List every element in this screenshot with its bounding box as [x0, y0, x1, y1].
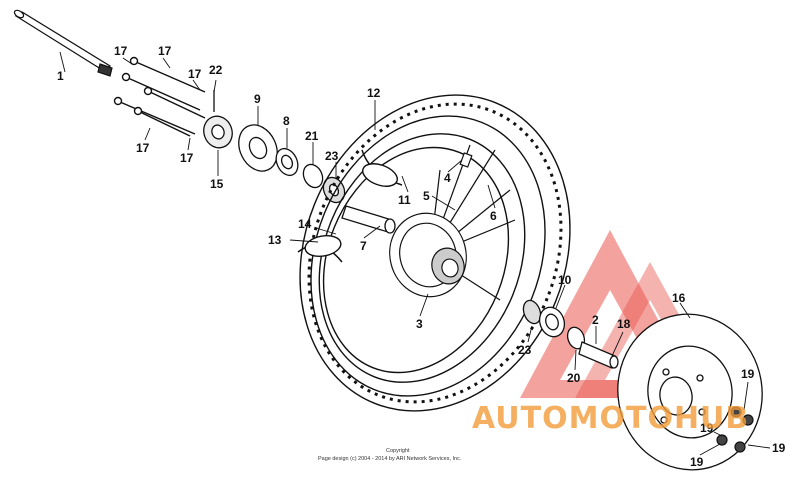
copyright-line-1: Copyright — [386, 448, 410, 454]
callout-23: 23 — [518, 343, 532, 357]
callout-21: 21 — [305, 129, 319, 143]
callout-18: 18 — [617, 317, 631, 331]
callout-12: 12 — [367, 86, 381, 100]
callout-7: 7 — [360, 239, 367, 253]
brake-disc — [617, 313, 763, 471]
callout-4: 4 — [444, 171, 451, 185]
callout-17: 17 — [180, 151, 194, 165]
callout-23: 23 — [325, 149, 339, 163]
callout-3: 3 — [416, 317, 423, 331]
callout-1: 1 — [57, 69, 64, 83]
callout-17: 17 — [188, 67, 202, 81]
leader-lines — [59, 51, 771, 456]
callout-20: 20 — [567, 371, 581, 385]
watermark-text: AUTOMOTOHUB — [472, 401, 749, 436]
bolts — [113, 56, 206, 137]
axle — [13, 9, 113, 77]
callout-11: 11 — [398, 193, 411, 207]
callout-6: 6 — [490, 209, 497, 223]
callout-17: 17 — [114, 44, 128, 58]
callout-10: 10 — [558, 273, 572, 287]
copyright-line-2: Page design (c) 2004 - 2014 by ARI Netwo… — [318, 456, 462, 462]
callout-19: 19 — [690, 455, 704, 469]
hub-parts-right — [522, 299, 619, 369]
nuts — [716, 406, 754, 453]
callout-2: 2 — [592, 313, 599, 327]
hub-parts-left — [203, 90, 396, 234]
callout-22: 22 — [209, 63, 223, 77]
wheel-hub — [389, 144, 516, 301]
callout-17: 17 — [158, 44, 172, 58]
callout-19: 19 — [741, 367, 755, 381]
callouts: 1 17 17 17 22 9 8 21 23 17 17 15 12 4 5 … — [57, 44, 786, 469]
callout-9: 9 — [254, 92, 261, 106]
callout-13: 13 — [268, 233, 282, 247]
callout-16: 16 — [672, 291, 686, 305]
callout-5: 5 — [423, 189, 430, 203]
callout-8: 8 — [283, 114, 290, 128]
callout-15: 15 — [210, 177, 224, 191]
callout-14: 14 — [298, 217, 312, 231]
callout-19: 19 — [772, 441, 786, 455]
callout-17: 17 — [136, 141, 150, 155]
callout-19: 19 — [700, 421, 714, 435]
